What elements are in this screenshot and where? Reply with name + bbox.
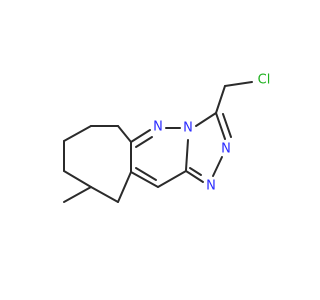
atom-cl-label: Cl bbox=[258, 73, 271, 88]
atom-n2-label: N bbox=[183, 121, 193, 136]
bond-c9-c6-double bbox=[135, 167, 157, 181]
bond-c5-c6 bbox=[117, 171, 132, 203]
bond-c8a-c9 bbox=[157, 170, 187, 188]
bond-ch2-cl bbox=[224, 81, 253, 87]
bond-c1-n1-double bbox=[135, 136, 153, 148]
bond-c4-c5 bbox=[90, 186, 119, 203]
atom-n4-label: N bbox=[221, 142, 231, 157]
bond-c1-c2 bbox=[63, 125, 92, 142]
bond-n2-c8a bbox=[185, 139, 189, 171]
atom-n5-label: N bbox=[206, 179, 216, 194]
bond-c3-c4 bbox=[63, 170, 92, 188]
bond-c1-n1 bbox=[130, 129, 151, 143]
bond-n4-n5 bbox=[212, 156, 223, 177]
bond-c3-n4-double bbox=[222, 113, 232, 138]
bond-fusion-c1 bbox=[117, 125, 132, 143]
bond-c4-methyl bbox=[63, 186, 92, 203]
bond-c9-c6 bbox=[130, 171, 159, 188]
molecule-diagram: N N N N Cl bbox=[63, 73, 271, 203]
atom-n1-label: N bbox=[153, 120, 163, 135]
bond-c3-ch2 bbox=[215, 85, 226, 114]
bond-n5-c8a-double bbox=[189, 167, 202, 176]
bond-n5-c8a bbox=[185, 170, 204, 183]
bond-n2-c3 bbox=[195, 112, 217, 127]
bond-c3-n4 bbox=[215, 112, 226, 140]
